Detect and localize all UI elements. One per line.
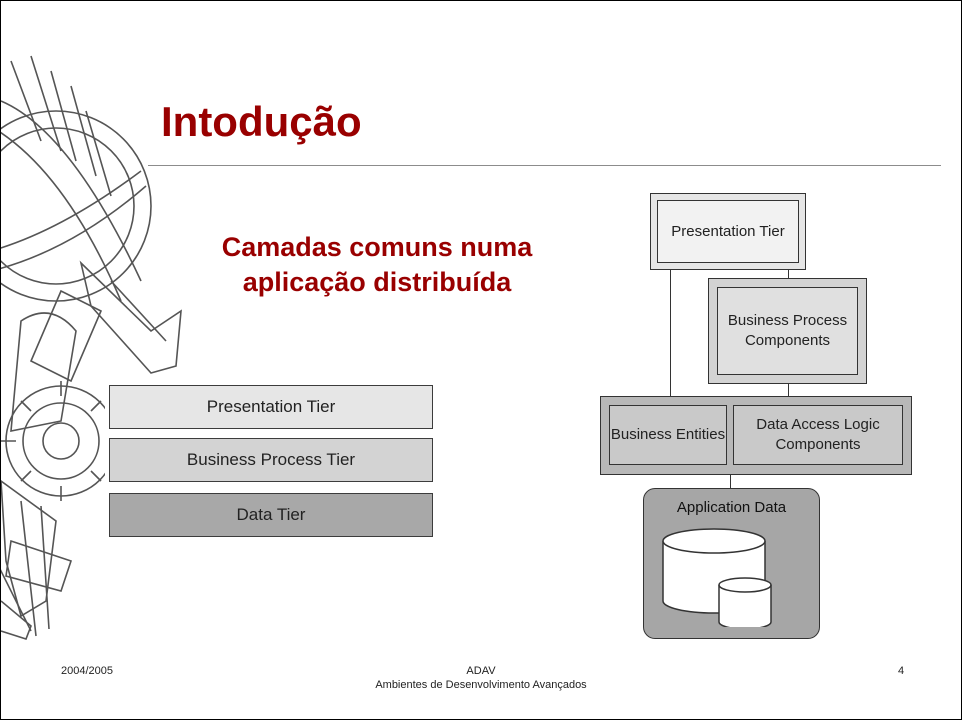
- business-entities-label: Business Entities: [609, 405, 727, 465]
- footer-course-name: Ambientes de Desenvolvimento Avançados: [375, 679, 587, 691]
- slide-subtitle: Camadas comuns numa aplicação distribuíd…: [221, 232, 533, 297]
- application-data-label: Application Data: [676, 499, 787, 516]
- footer-course-code: ADAV: [466, 665, 496, 677]
- tier-presentation: Presentation Tier: [109, 385, 433, 429]
- business-layer-box: Business Entities Data Access Logic Comp…: [600, 396, 912, 475]
- business-process-label: Business Process Components: [717, 287, 858, 375]
- data-access-components-label: Data Access Logic Components: [733, 405, 903, 465]
- presentation-tier-label: Presentation Tier: [657, 200, 799, 263]
- tier-data: Data Tier: [109, 493, 433, 537]
- architecture-diagram: Presentation Tier Business Process Compo…: [576, 176, 931, 644]
- slide-title: Intodução: [161, 98, 362, 145]
- business-process-box: Business Process Components: [708, 278, 867, 384]
- presentation-tier-box: Presentation Tier: [650, 193, 806, 270]
- connector-presentation-to-business: [670, 268, 671, 398]
- compass-tools-watermark: [1, 55, 182, 640]
- connector-business-to-data: [730, 474, 731, 490]
- tier-stack-diagram: Presentation Tier Business Process Tier …: [105, 380, 438, 552]
- footer-page-number: 4: [898, 665, 905, 677]
- connector-presentation-to-process: [788, 268, 789, 280]
- connector-process-to-business: [788, 384, 789, 398]
- application-data-box: Application Data: [643, 488, 820, 639]
- database-icon: [662, 528, 772, 627]
- title-divider: [148, 165, 941, 166]
- footer-date: 2004/2005: [61, 665, 113, 677]
- tier-business-process: Business Process Tier: [109, 438, 433, 482]
